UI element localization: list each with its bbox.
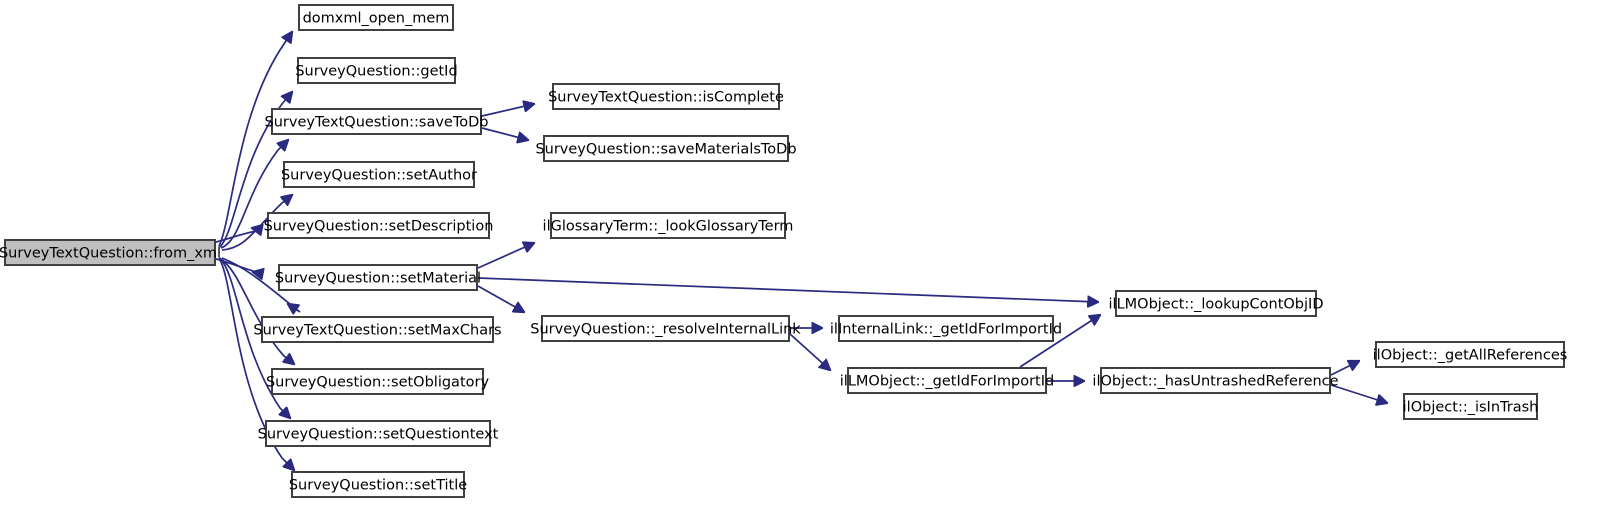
graph-node-saveToDb[interactable]: SurveyTextQuestion::saveToDb <box>265 108 489 135</box>
node-box-setMaxChars[interactable] <box>261 316 494 343</box>
node-label-getAllReferences: ilObject::_getAllReferences <box>1373 348 1568 364</box>
node-label-isInTrash: ilObject::_isInTrash <box>1403 400 1539 416</box>
node-box-ilLMObject_getIdForImportId[interactable] <box>847 367 1047 394</box>
node-label-domxml_open_mem: domxml_open_mem <box>303 11 450 27</box>
graph-node-setTitle[interactable]: SurveyQuestion::setTitle <box>289 471 467 498</box>
graph-node-saveMaterialsToDb[interactable]: SurveyQuestion::saveMaterialsToDb <box>535 135 797 162</box>
node-label-setMaxChars: SurveyTextQuestion::setMaxChars <box>253 323 501 339</box>
node-box-ilInternalLink_getIdForImportId[interactable] <box>838 315 1054 342</box>
node-box-setAuthor[interactable] <box>283 161 475 188</box>
graph-node-ilInternalLink_getIdForImportId[interactable]: ilInternalLink::_getIdForImportId <box>830 315 1062 342</box>
graph-node-ilLMObject_getIdForImportId[interactable]: ilLMObject::_getIdForImportId <box>840 367 1054 394</box>
graph-node-resolveInternalLink[interactable]: SurveyQuestion::_resolveInternalLink <box>530 315 801 342</box>
node-label-from_xml: SurveyTextQuestion::from_xml <box>0 246 221 262</box>
call-edge-setMaterial-to-lookupContObjID <box>477 277 1098 302</box>
node-box-lookGlossaryTerm[interactable] <box>550 212 786 239</box>
graph-node-setObligatory[interactable]: SurveyQuestion::setObligatory <box>266 368 490 395</box>
node-box-setQuestiontext[interactable] <box>265 420 491 447</box>
node-label-saveToDb: SurveyTextQuestion::saveToDb <box>265 115 489 131</box>
graph-node-isInTrash[interactable]: ilObject::_isInTrash <box>1403 393 1539 420</box>
call-edge-setMaterial-to-lookGlossaryTerm <box>477 243 534 269</box>
node-label-getId: SurveyQuestion::getId <box>295 64 457 80</box>
graph-node-setMaterial[interactable]: SurveyQuestion::setMaterial <box>275 264 481 291</box>
graph-node-domxml_open_mem[interactable]: domxml_open_mem <box>298 4 454 31</box>
call-edge-from_xml-to-setObligatory <box>220 258 294 364</box>
graph-node-getId[interactable]: SurveyQuestion::getId <box>295 57 458 84</box>
node-box-setTitle[interactable] <box>291 471 465 498</box>
call-edge-ilLMObject_getIdForImportId-to-lookupContObjID <box>1019 315 1100 368</box>
node-label-setDescription: SurveyQuestion::setDescription <box>264 219 494 235</box>
node-label-setObligatory: SurveyQuestion::setObligatory <box>266 375 490 391</box>
node-box-getId[interactable] <box>297 57 456 84</box>
call-edge-from_xml-to-setDescription <box>215 228 262 243</box>
node-label-lookGlossaryTerm: ilGlossaryTerm::_lookGlossaryTerm <box>543 219 794 235</box>
node-label-setQuestiontext: SurveyQuestion::setQuestiontext <box>258 427 499 443</box>
node-box-isComplete[interactable] <box>552 83 780 110</box>
call-edge-from_xml-to-saveToDb <box>220 140 288 249</box>
call-edge-from_xml-to-setQuestiontext <box>219 257 290 418</box>
node-label-setAuthor: SurveyQuestion::setAuthor <box>281 168 477 184</box>
edges-layer <box>215 32 1387 470</box>
graph-node-setAuthor[interactable]: SurveyQuestion::setAuthor <box>281 161 477 188</box>
call-edge-saveToDb-to-saveMaterialsToDb <box>481 127 528 140</box>
node-label-lookupContObjID: ilLMObject::_lookupContObjID <box>1109 297 1324 313</box>
node-label-setMaterial: SurveyQuestion::setMaterial <box>275 271 481 287</box>
call-edge-from_xml-to-setMaxChars <box>221 257 301 312</box>
node-box-lookupContObjID[interactable] <box>1115 290 1317 317</box>
call-edge-hasUntrashedReference-to-getAllReferences <box>1330 361 1359 376</box>
node-label-hasUntrashedReference: ilObject::_hasUntrashedReference <box>1092 374 1338 390</box>
call-edge-hasUntrashedReference-to-isInTrash <box>1330 384 1387 403</box>
graph-node-setMaxChars[interactable]: SurveyTextQuestion::setMaxChars <box>253 316 502 343</box>
graph-node-lookupContObjID[interactable]: ilLMObject::_lookupContObjID <box>1109 290 1324 317</box>
node-label-ilInternalLink_getIdForImportId: ilInternalLink::_getIdForImportId <box>830 322 1062 338</box>
graph-node-getAllReferences[interactable]: ilObject::_getAllReferences <box>1373 341 1568 368</box>
graph-node-setDescription[interactable]: SurveyQuestion::setDescription <box>264 212 494 239</box>
node-box-from_xml[interactable] <box>4 239 216 266</box>
node-box-resolveInternalLink[interactable] <box>541 315 790 342</box>
node-label-saveMaterialsToDb: SurveyQuestion::saveMaterialsToDb <box>535 142 796 158</box>
call-edge-setMaterial-to-resolveInternalLink <box>477 285 524 312</box>
node-box-getAllReferences[interactable] <box>1375 341 1565 368</box>
node-label-ilLMObject_getIdForImportId: ilLMObject::_getIdForImportId <box>840 374 1054 390</box>
node-box-setDescription[interactable] <box>267 212 490 239</box>
nodes-layer: SurveyTextQuestion::from_xml domxml_open_… <box>0 4 1568 498</box>
graph-node-lookGlossaryTerm[interactable]: ilGlossaryTerm::_lookGlossaryTerm <box>543 212 794 239</box>
node-box-isInTrash[interactable] <box>1403 393 1538 420</box>
graph-node-hasUntrashedReference[interactable]: ilObject::_hasUntrashedReference <box>1092 367 1339 394</box>
node-box-setMaterial[interactable] <box>278 264 478 291</box>
graph-node-setQuestiontext[interactable]: SurveyQuestion::setQuestiontext <box>258 420 499 447</box>
node-label-isComplete: SurveyTextQuestion::isComplete <box>548 90 784 106</box>
node-box-saveMaterialsToDb[interactable] <box>543 135 789 162</box>
node-box-setObligatory[interactable] <box>271 368 484 395</box>
node-box-hasUntrashedReference[interactable] <box>1100 367 1331 394</box>
node-label-setTitle: SurveyQuestion::setTitle <box>289 478 467 494</box>
call-edge-resolveInternalLink-to-ilLMObject_getIdForImportId <box>789 333 830 370</box>
graph-node-isComplete[interactable]: SurveyTextQuestion::isComplete <box>548 83 784 110</box>
graph-node-from_xml[interactable]: SurveyTextQuestion::from_xml <box>0 239 221 266</box>
call-edge-from_xml-to-domxml_open_mem <box>218 32 292 247</box>
node-box-saveToDb[interactable] <box>271 108 482 135</box>
call-edge-saveToDb-to-isComplete <box>481 104 534 117</box>
node-box-domxml_open_mem[interactable] <box>298 4 454 31</box>
node-label-resolveInternalLink: SurveyQuestion::_resolveInternalLink <box>530 322 801 338</box>
